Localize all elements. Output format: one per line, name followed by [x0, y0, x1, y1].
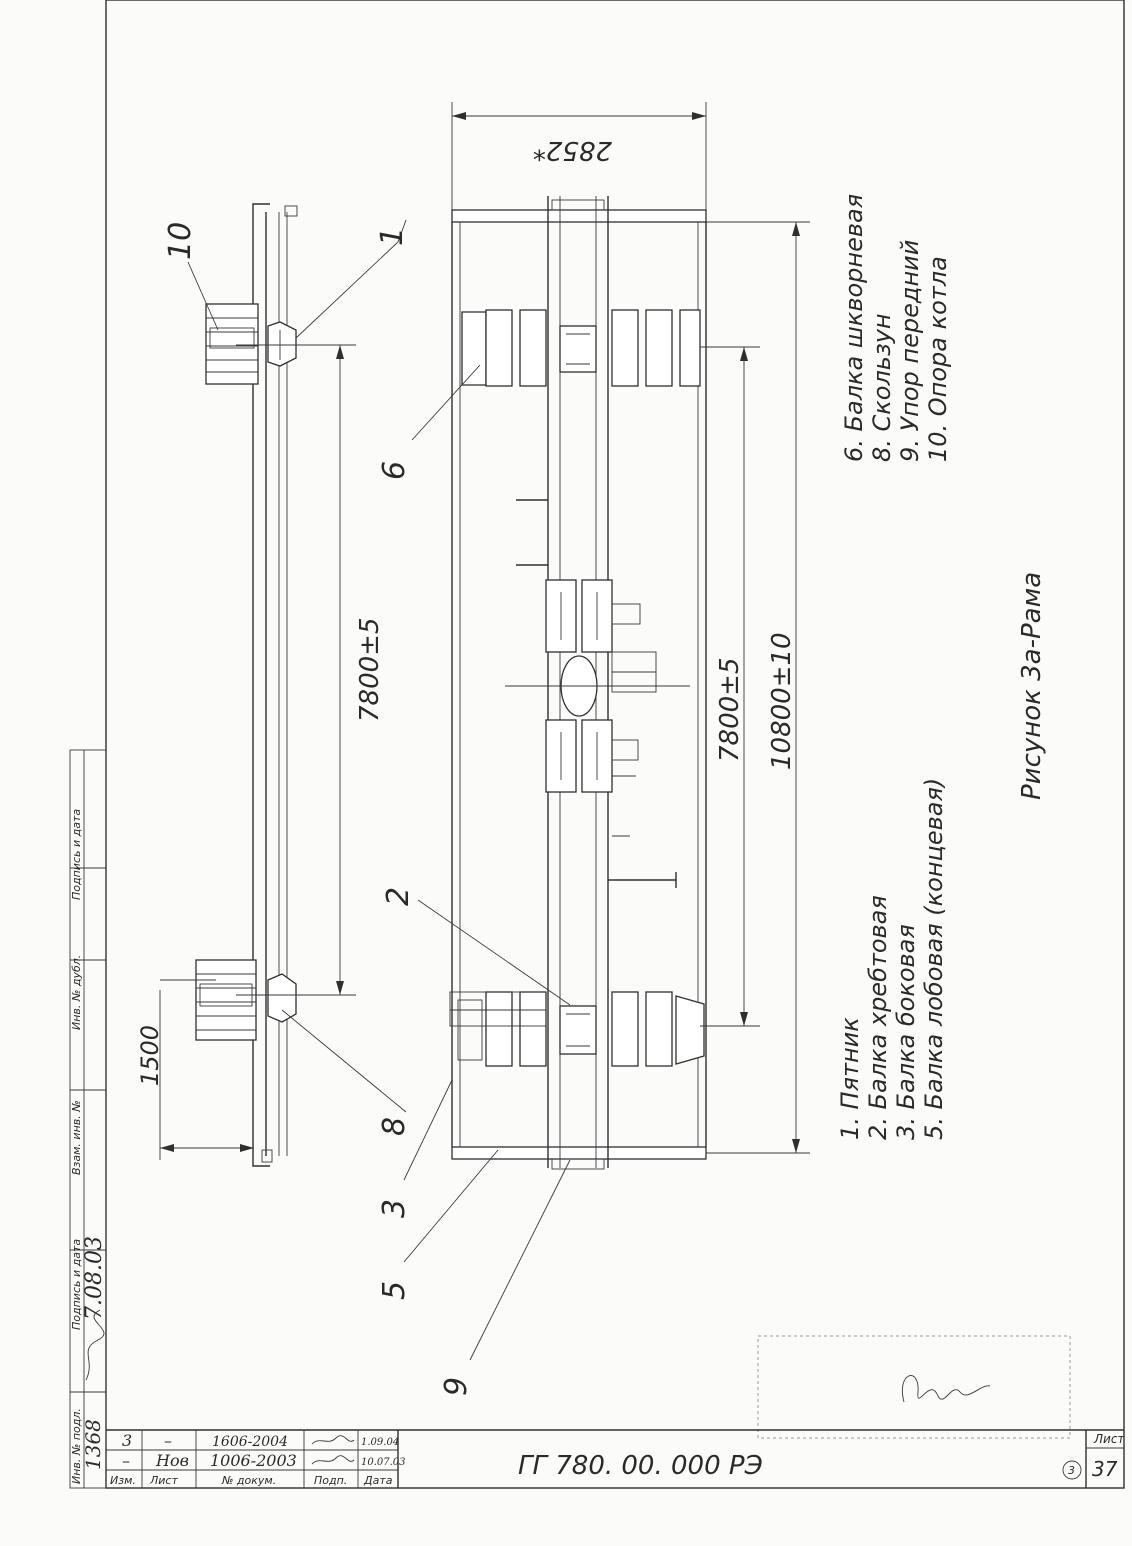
legend-item-10: 10. Опора котла [924, 256, 952, 462]
end-beam-upper [451, 209, 707, 223]
side-label-inv-podl: Инв. № подл. [70, 1408, 83, 1484]
row1-signature [311, 1435, 355, 1445]
approval-signature [902, 1375, 991, 1403]
row1-doc: 1606-2004 [212, 1434, 288, 1450]
side-entry-date: 7.08.03 [82, 1236, 107, 1320]
side-elevation-view: 7800±5 1500 [136, 203, 385, 1167]
dim-overall-length: 10800±10 [767, 632, 797, 770]
side-label-inv-dubl: Инв. № дубл. [70, 955, 83, 1030]
bolster-upper [461, 309, 701, 387]
callout-leaders [187, 219, 571, 1361]
figure-caption: Рисунок 3а-Рама [1017, 572, 1047, 800]
callout-numbers: 10 1 6 2 8 3 5 9 [163, 222, 474, 1396]
revision-circle-mark: 3 [1068, 1464, 1075, 1477]
row1-list: – [164, 1431, 172, 1450]
callout-1: 1 [375, 227, 410, 246]
callout-5: 5 [377, 1281, 412, 1300]
callout-9: 9 [439, 1377, 474, 1396]
legend-item-1: 1. Пятник [836, 1017, 864, 1140]
row1-izm: 3 [122, 1431, 132, 1450]
bolster-lower [457, 991, 705, 1067]
dim-top-width: 2852* [533, 135, 612, 165]
side-entry-inv-number: 1368 [81, 1419, 105, 1470]
sheet-label: Лист [1093, 1432, 1125, 1446]
side-signature [85, 1309, 105, 1381]
row1-date: 1.09.04 [361, 1437, 399, 1448]
legend-item-6: 6. Балка шкворневая [840, 194, 868, 462]
end-beam-lower [451, 1146, 707, 1160]
legend-item-3: 3. Балка боковая [892, 924, 920, 1140]
row2-izm: – [122, 1451, 130, 1470]
legend-item-2: 2. Балка хребтовая [864, 895, 892, 1140]
legend-item-8: 8. Скользун [868, 313, 896, 462]
callout-3: 3 [377, 1199, 412, 1218]
dim-side-span: 7800±5 [355, 618, 385, 723]
boiler-support-upper [205, 303, 297, 385]
header-data: Дата [363, 1474, 393, 1487]
callout-6: 6 [377, 461, 412, 480]
legend-right: 6. Балка шкворневая 8. Скользун 9. Упор … [840, 194, 952, 462]
side-label-sign-date-1: Подпись и дата [70, 1239, 83, 1330]
sheet-border [105, 0, 1125, 1489]
title-block: 3 – 1606-2004 1.09.04 – Нов 1006-2003 10… [106, 1429, 1125, 1488]
legend-left: 1. Пятник 2. Балка хребтовая 3. Балка бо… [836, 778, 948, 1140]
header-podp: Подп. [314, 1474, 347, 1487]
row2-date: 10.07.03 [361, 1457, 406, 1468]
revision-circle [1062, 1460, 1082, 1480]
dim-plan-span: 7800±5 [715, 658, 745, 763]
document-designation: ГГ 780. 00. 000 РЭ [518, 1451, 763, 1481]
header-doc: № докум. [221, 1474, 276, 1487]
header-izm: Изм. [110, 1474, 136, 1487]
plan-view: 2852* 7800±5 10800±10 [449, 102, 810, 1170]
side-table: Инв. № подл. Подпись и дата Взам. инв. №… [69, 749, 107, 1489]
row2-signature [311, 1455, 355, 1465]
callout-10: 10 [163, 222, 198, 260]
boiler-support-lower [195, 959, 297, 1041]
side-label-sign-date-2: Подпись и дата [70, 809, 83, 900]
dim-height-1500: 1500 [136, 1025, 164, 1086]
side-label-vzam: Взам. инв. № [70, 1100, 83, 1175]
row2-doc: 1006-2003 [210, 1451, 297, 1470]
legend-item-9: 9. Упор передний [896, 240, 924, 462]
approval-stamp-box [757, 1335, 1071, 1439]
callout-2: 2 [381, 887, 416, 906]
header-list: Лист [149, 1474, 178, 1487]
sheet-number: 37 [1092, 1457, 1118, 1481]
callout-8: 8 [377, 1117, 412, 1136]
row2-list: Нов [155, 1451, 189, 1470]
legend-item-5: 5. Балка лобовая (концевая) [920, 778, 948, 1140]
